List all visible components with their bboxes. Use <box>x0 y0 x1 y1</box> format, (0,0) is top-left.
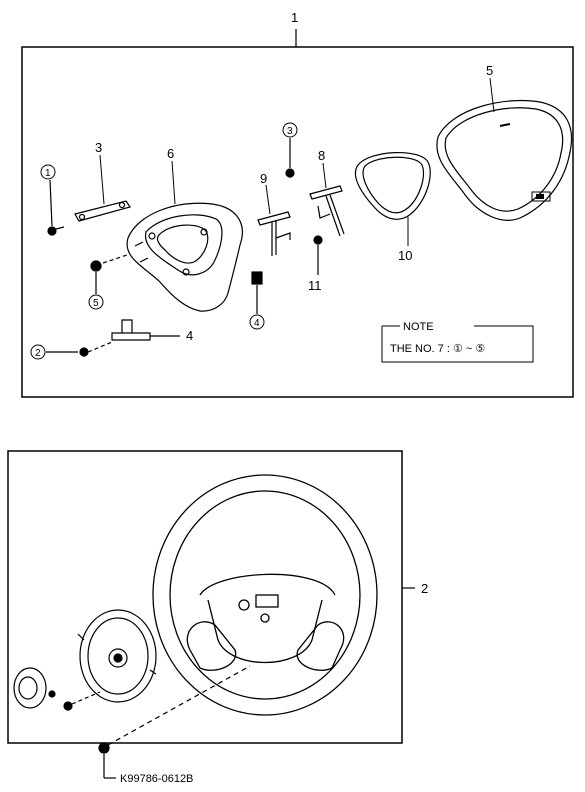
note-box: NOTE THE NO. 7 : ① ~ ⑤ <box>381 321 534 363</box>
horn-pad-housing-part <box>126 202 243 312</box>
airbag-cover-part <box>436 99 573 221</box>
callout-1: 1 <box>291 10 298 25</box>
callout-4: 4 <box>186 328 193 343</box>
bottom-panel-frame <box>7 450 403 744</box>
bolt-with-code-leader <box>98 665 251 779</box>
callout-3: 3 <box>95 140 102 155</box>
screw-part-11 <box>313 235 323 275</box>
circled-callout-1 <box>40 164 56 180</box>
callout-5: 5 <box>486 63 493 78</box>
circled-callout-5 <box>88 294 104 310</box>
circled-callout-3 <box>282 122 298 138</box>
drawing-code: K99786-0612B <box>120 773 193 785</box>
callout-8: 8 <box>318 148 325 163</box>
svg-text:3: 3 <box>287 126 293 137</box>
note-text: THE NO. 7 : ① ~ ⑤ <box>390 343 485 355</box>
note-title: NOTE <box>403 321 434 333</box>
screw-3 <box>285 138 295 178</box>
bracket-part-3 <box>74 200 131 222</box>
spring-plate-part-8 <box>309 185 345 237</box>
spring-plate-part-9 <box>257 211 291 256</box>
svg-text:1: 1 <box>45 168 51 179</box>
svg-text:5: 5 <box>93 298 99 309</box>
circled-callout-4 <box>249 314 265 330</box>
callout-9: 9 <box>260 171 267 186</box>
circled-callout-2 <box>30 344 46 360</box>
callout-6: 6 <box>167 146 174 161</box>
spacer-4 <box>251 271 263 314</box>
callout-10: 10 <box>398 248 412 263</box>
steering-wheel <box>152 474 378 716</box>
top-panel-frame <box>21 46 574 398</box>
callout-11: 11 <box>308 278 322 293</box>
callout-2: 2 <box>421 581 428 596</box>
switch-part <box>13 667 101 711</box>
emblem-pad-part <box>354 152 431 220</box>
screw-1 <box>47 179 65 236</box>
nut-5 <box>90 253 131 294</box>
svg-text:4: 4 <box>254 318 260 329</box>
screw-2 <box>46 341 113 357</box>
bracket-part-4 <box>111 319 180 341</box>
svg-text:2: 2 <box>35 348 41 359</box>
clock-spring <box>77 609 157 703</box>
